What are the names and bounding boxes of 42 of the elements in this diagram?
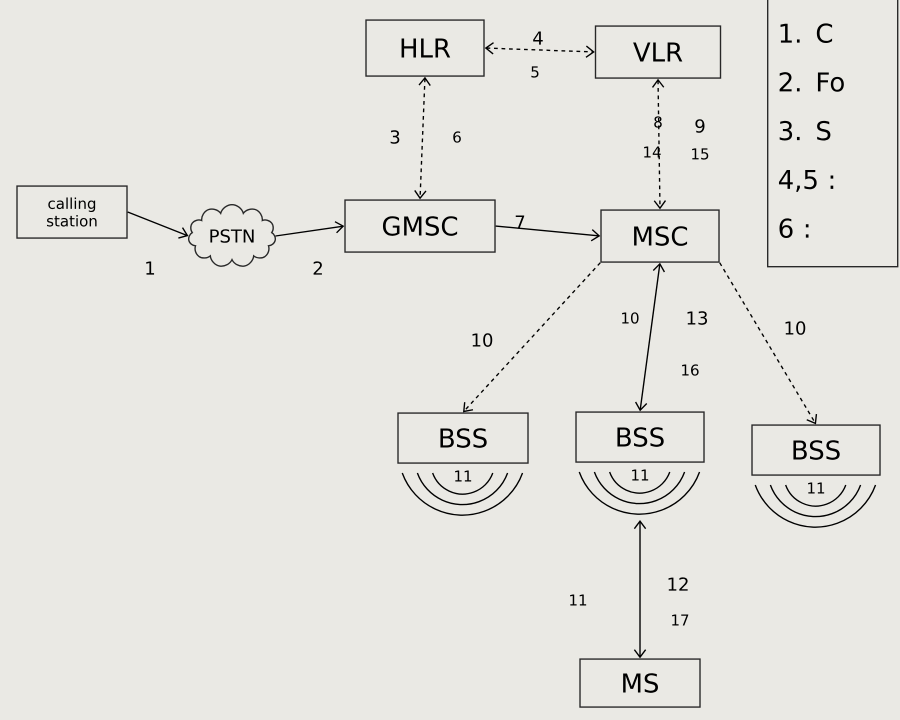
process-box: VLR	[594, 25, 722, 79]
process-box: HLR	[365, 19, 485, 77]
step-number: 15	[692, 148, 708, 160]
arrow	[127, 211, 188, 239]
step-number: 17	[672, 614, 688, 626]
arrow	[484, 42, 595, 58]
step-number: 11	[808, 482, 824, 494]
arrow	[652, 78, 666, 210]
notes-panel: 1. C 2. Fo 3. S 4,5 : 6 :	[767, 0, 898, 268]
edge-label: 12	[668, 577, 688, 591]
process-box: calling station	[16, 185, 128, 239]
arrow	[634, 262, 666, 412]
edge-label: 7	[516, 215, 524, 229]
arrow	[634, 520, 646, 658]
edge-label: 10	[472, 333, 492, 347]
step-number: 5	[531, 66, 538, 78]
step-number: 6	[453, 131, 461, 143]
edge-label: 3	[390, 130, 400, 144]
edge-label: 2	[314, 261, 322, 275]
arrow	[275, 221, 344, 237]
arrow	[414, 76, 431, 200]
step-number: 10	[622, 312, 639, 324]
arrow	[496, 225, 600, 242]
process-box: MSC	[600, 209, 720, 263]
step-number: 8	[654, 116, 662, 128]
edge-label: 10	[786, 321, 806, 335]
process-box: MS	[579, 658, 701, 708]
step-number: 11	[570, 594, 586, 606]
edge-label: 13	[688, 311, 708, 325]
process-box: BSS	[751, 424, 881, 476]
step-number: 14	[644, 146, 661, 158]
edge-label: 1	[146, 261, 154, 275]
edge-label: 4	[533, 31, 543, 45]
process-box: BSS	[575, 411, 705, 463]
arrow	[463, 262, 601, 412]
process-box: BSS	[397, 412, 529, 464]
process-box: GMSC	[344, 199, 496, 253]
step-number: 16	[682, 364, 699, 376]
step-number: 11	[455, 470, 472, 482]
step-number: 11	[632, 470, 648, 480]
edge-label: 9	[695, 119, 704, 133]
arrow	[719, 262, 818, 424]
